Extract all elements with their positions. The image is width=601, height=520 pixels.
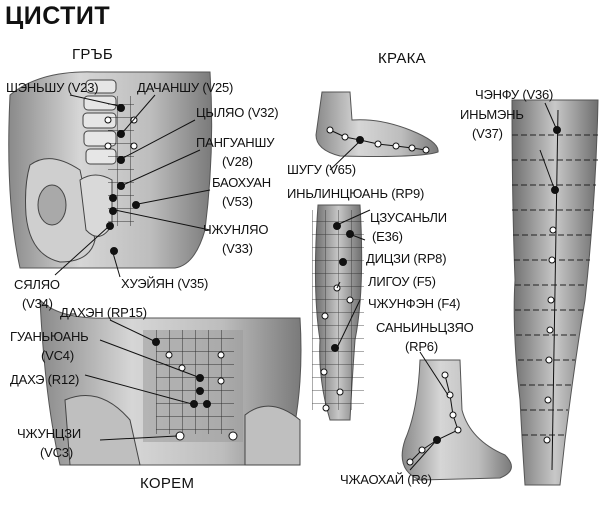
label-chzhunlyao-code: (V33) [222, 241, 253, 256]
back-points [104, 104, 140, 255]
page-title: ЦИСТИТ [5, 2, 111, 30]
label-chenfu: ЧЭНФУ (V36) [475, 87, 554, 102]
label-panguanshu: ПАНГУАНШУ [196, 135, 275, 150]
label-guanyuan-code: (VC4) [41, 348, 74, 363]
label-chzhuntszi: ЧЖУНЦЗИ [17, 426, 82, 441]
label-tszusanli-code: (E36) [372, 229, 403, 244]
label-chzhunfen: ЧЖУНФЭН (F4) [368, 296, 461, 311]
foot-medial-figure [401, 359, 512, 481]
label-baohuan: БАОХУАН [212, 175, 271, 190]
label-inmen-code: (V37) [472, 126, 503, 141]
label-chzhaohai: ЧЖАОХАЙ (R6) [340, 472, 432, 487]
label-dahen-rp15: ДАХЭН (RP15) [60, 305, 147, 320]
label-inmen: ИНЬМЭНЬ [460, 107, 524, 122]
label-dahe: ДАХЭ (R12) [10, 372, 80, 387]
section-legs-title: КРАКА [378, 50, 426, 67]
label-inlinquan: ИНЬЛИНЦЮАНЬ (RP9) [287, 186, 425, 201]
label-syalyao-code: (V34) [22, 296, 53, 311]
label-shenshu: ШЭНЬШУ (V23) [6, 80, 99, 95]
label-saninczyao-code: (RP6) [405, 339, 438, 354]
label-syalyao: СЯЛЯО [14, 277, 60, 292]
back-figure [8, 71, 213, 269]
label-ligou: ЛИГОУ (F5) [368, 274, 436, 289]
abdomen-figure [39, 298, 302, 466]
label-ditszi: ДИЦЗИ (RP8) [366, 251, 447, 266]
label-tszusanli: ЦЗУСАНЬЛИ [370, 210, 447, 225]
label-chzhunlyao: ЧЖУНЛЯО [203, 222, 269, 237]
section-back-title: ГРЪБ [72, 46, 114, 63]
section-abdomen-title: КОРЕМ [140, 475, 195, 492]
posterior-leg-figure [511, 99, 599, 486]
label-dachanshu: ДАЧАНШУ (V25) [137, 80, 234, 95]
label-saninczyao: САНЬИНЬЦЗЯО [376, 320, 474, 335]
foot-side-figure [315, 91, 439, 157]
label-chzhuntszi-code: (VC3) [40, 445, 73, 460]
lower-leg-figure [312, 204, 364, 421]
label-shugu: ШУГУ (V65) [287, 162, 356, 177]
label-baohuan-code: (V53) [222, 194, 253, 209]
label-huejyan: ХУЭЙЯН (V35) [121, 276, 209, 291]
label-tsilyao: ЦЫЛЯО (V32) [196, 105, 279, 120]
label-guanyuan: ГУАНЬЮАНЬ [10, 329, 89, 344]
label-panguanshu-code: (V28) [222, 154, 253, 169]
leader-lines [54, 94, 557, 471]
